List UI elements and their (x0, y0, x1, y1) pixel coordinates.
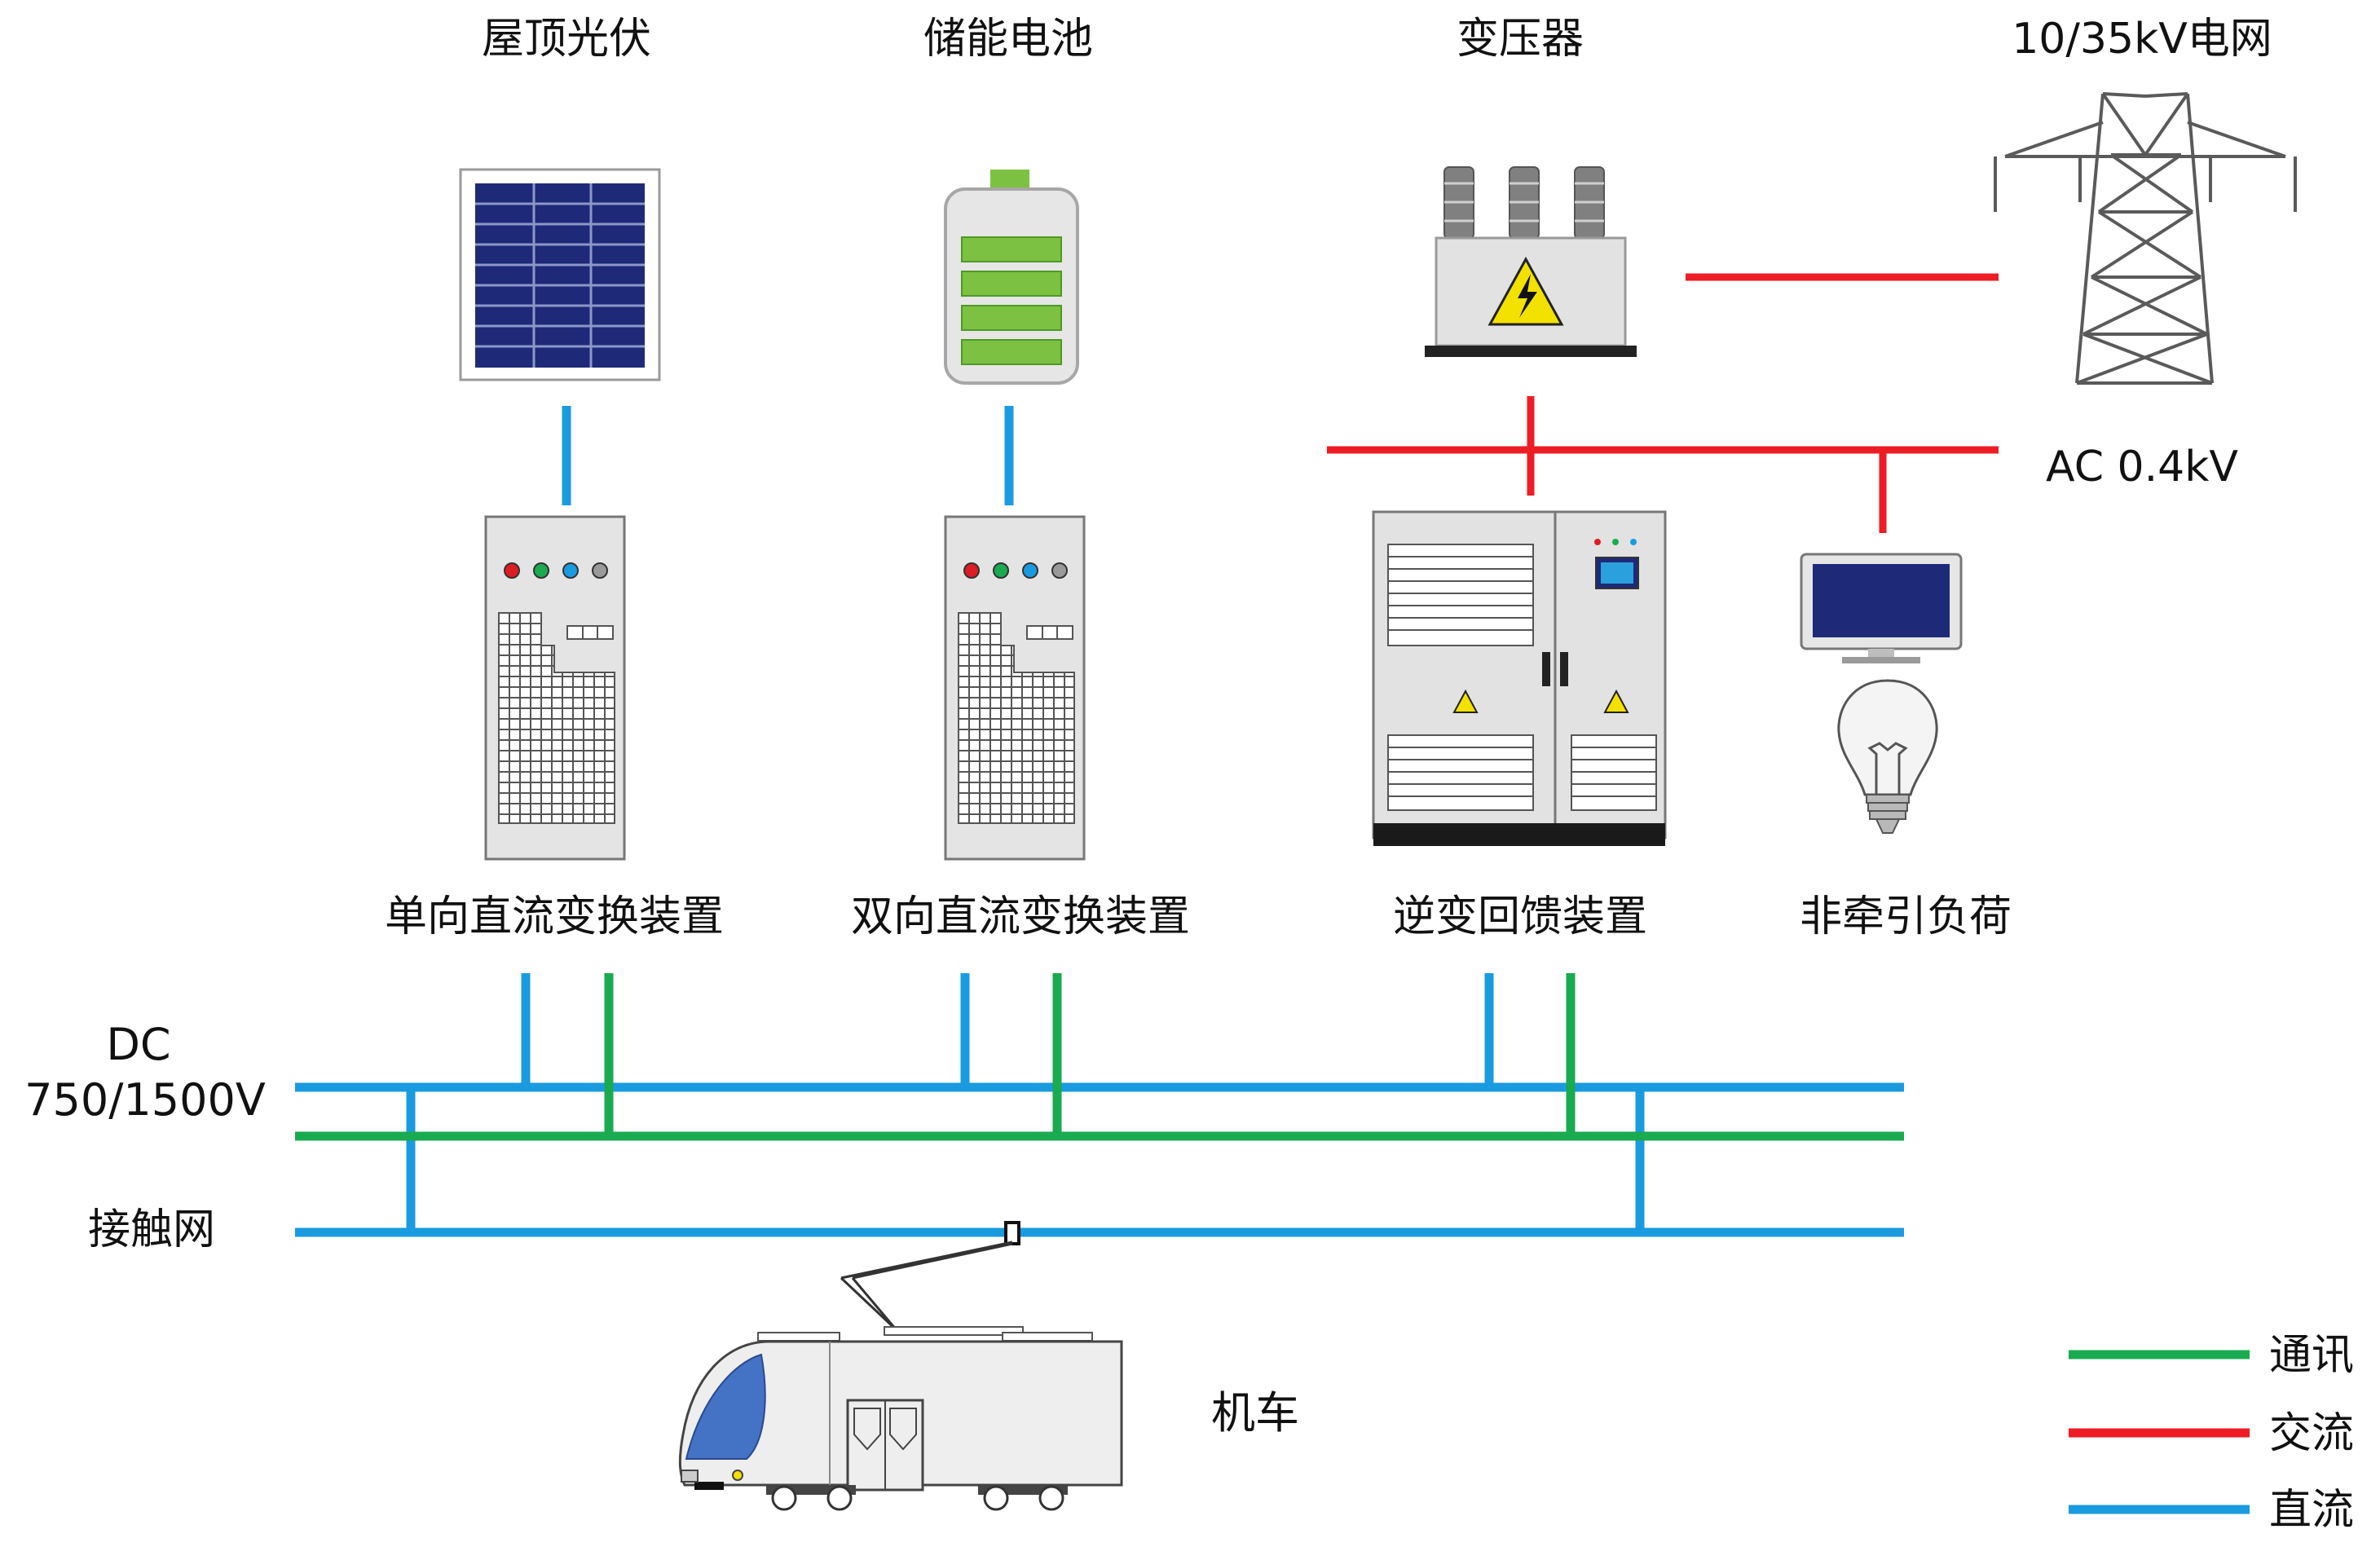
rooftop-pv-label: 屋顶光伏 (482, 15, 651, 64)
legend: 通讯 交流 直流 (2069, 1331, 2354, 1535)
dc-bus-lines (295, 973, 1904, 1237)
non-traction-load-label: 非牵引负荷 (1800, 892, 2012, 941)
unidirectional-dc-label: 单向直流变换装置 (385, 892, 724, 941)
battery-icon (944, 170, 1079, 385)
legend-label-communication: 通讯 (2269, 1331, 2354, 1380)
legend-label-ac: 交流 (2269, 1409, 2354, 1458)
ac-lines (1327, 273, 1999, 533)
dc-up-links (562, 406, 1014, 505)
legend-label-dc: 直流 (2269, 1486, 2354, 1535)
transformer-label: 变压器 (1457, 15, 1584, 64)
power-tower-icon (1994, 92, 2297, 385)
bidirectional-dc-converter-icon (944, 515, 1086, 861)
storage-battery-label: 储能电池 (923, 15, 1093, 64)
inverter-feedback-label: 逆变回馈装置 (1393, 892, 1647, 941)
grid-label: 10/35kV电网 (2012, 15, 2272, 64)
light-bulb-icon (1837, 679, 1938, 834)
transformer-icon (1425, 166, 1637, 357)
unidirectional-dc-converter-icon (484, 515, 626, 861)
monitor-icon (1800, 553, 1963, 663)
dc-bus-label-line1: DC (106, 1019, 170, 1070)
ac-bus-label: AC 0.4kV (2046, 443, 2238, 491)
locomotive-label: 机车 (1211, 1387, 1299, 1439)
locomotive-icon (678, 1221, 1123, 1511)
bidirectional-dc-label: 双向直流变换装置 (851, 892, 1190, 941)
solar-panel-icon (459, 168, 661, 381)
dc-bus-label-line2: 750/1500V (24, 1074, 266, 1126)
catenary-label: 接触网 (88, 1205, 215, 1254)
inverter-cabinet-icon (1372, 510, 1667, 846)
communication-lines (295, 973, 1904, 1141)
